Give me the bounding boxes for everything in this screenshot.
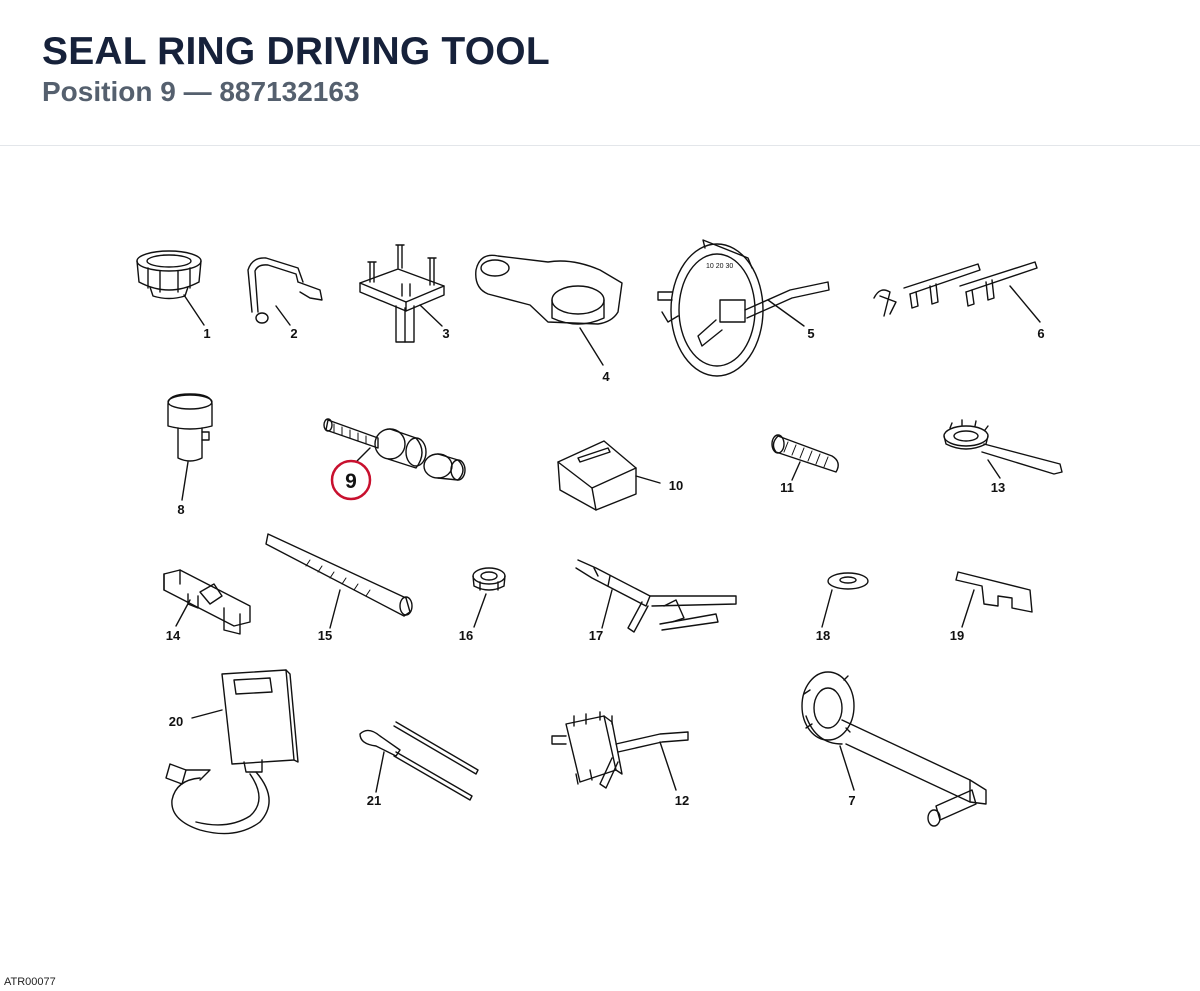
drawing-reference: ATR00077 (4, 976, 56, 988)
page-subtitle: Position 9 — 887132163 (42, 76, 360, 107)
callout-19: 19 (950, 628, 964, 643)
tool-2-hook-wrench (247, 257, 323, 326)
tool-17-puller (575, 559, 737, 633)
callout-4: 4 (602, 369, 610, 384)
tool-1-socket (136, 250, 205, 326)
callout-6: 6 (1037, 326, 1044, 341)
callout-13: 13 (991, 480, 1005, 495)
tool-14-clamp (163, 569, 251, 635)
tool-18-washer (821, 572, 869, 628)
svg-text:10 20 30: 10 20 30 (706, 263, 733, 270)
callout-14: 14 (166, 628, 181, 643)
callout-20: 20 (169, 714, 183, 729)
callout-5: 5 (807, 326, 814, 341)
callout-7: 7 (848, 793, 855, 808)
tool-7-large-spanner (801, 671, 987, 827)
highlight-circle (330, 459, 372, 501)
tool-4-bracket (475, 254, 623, 366)
callout-2: 2 (290, 326, 297, 341)
tool-9-seal-ring-driver (323, 418, 466, 481)
tool-10-block (557, 440, 661, 511)
tool-6-pins (873, 261, 1041, 323)
tool-5-degree-wheel: 10 20 30 (657, 239, 830, 377)
callout-21: 21 (367, 793, 381, 808)
tool-16-nut (472, 567, 506, 628)
tool-20-tester (165, 669, 299, 835)
tool-19-plate (955, 571, 1033, 628)
callout-9: 9 (345, 470, 357, 493)
tool-11-drift (771, 434, 839, 481)
page-title: SEAL RING DRIVING TOOL (42, 30, 550, 73)
callout-8: 8 (177, 502, 184, 517)
tool-21-screwdriver (359, 721, 479, 801)
callout-17: 17 (589, 628, 603, 643)
callout-15: 15 (318, 628, 332, 643)
callout-16: 16 (459, 628, 473, 643)
callout-18: 18 (816, 628, 830, 643)
callout-10: 10 (669, 478, 683, 493)
callout-12: 12 (675, 793, 689, 808)
callout-1: 1 (203, 326, 210, 341)
header: SEAL RING DRIVING TOOL Position 9 — 8871… (0, 0, 1200, 146)
tool-12-flange-puller (551, 711, 689, 791)
callout-11: 11 (780, 480, 794, 495)
tool-13-spanner (943, 419, 1063, 479)
tool-8-plug (167, 393, 213, 501)
callout-3: 3 (442, 326, 449, 341)
tool-3-stand (359, 244, 445, 343)
tool-15-long-drift (265, 533, 413, 629)
